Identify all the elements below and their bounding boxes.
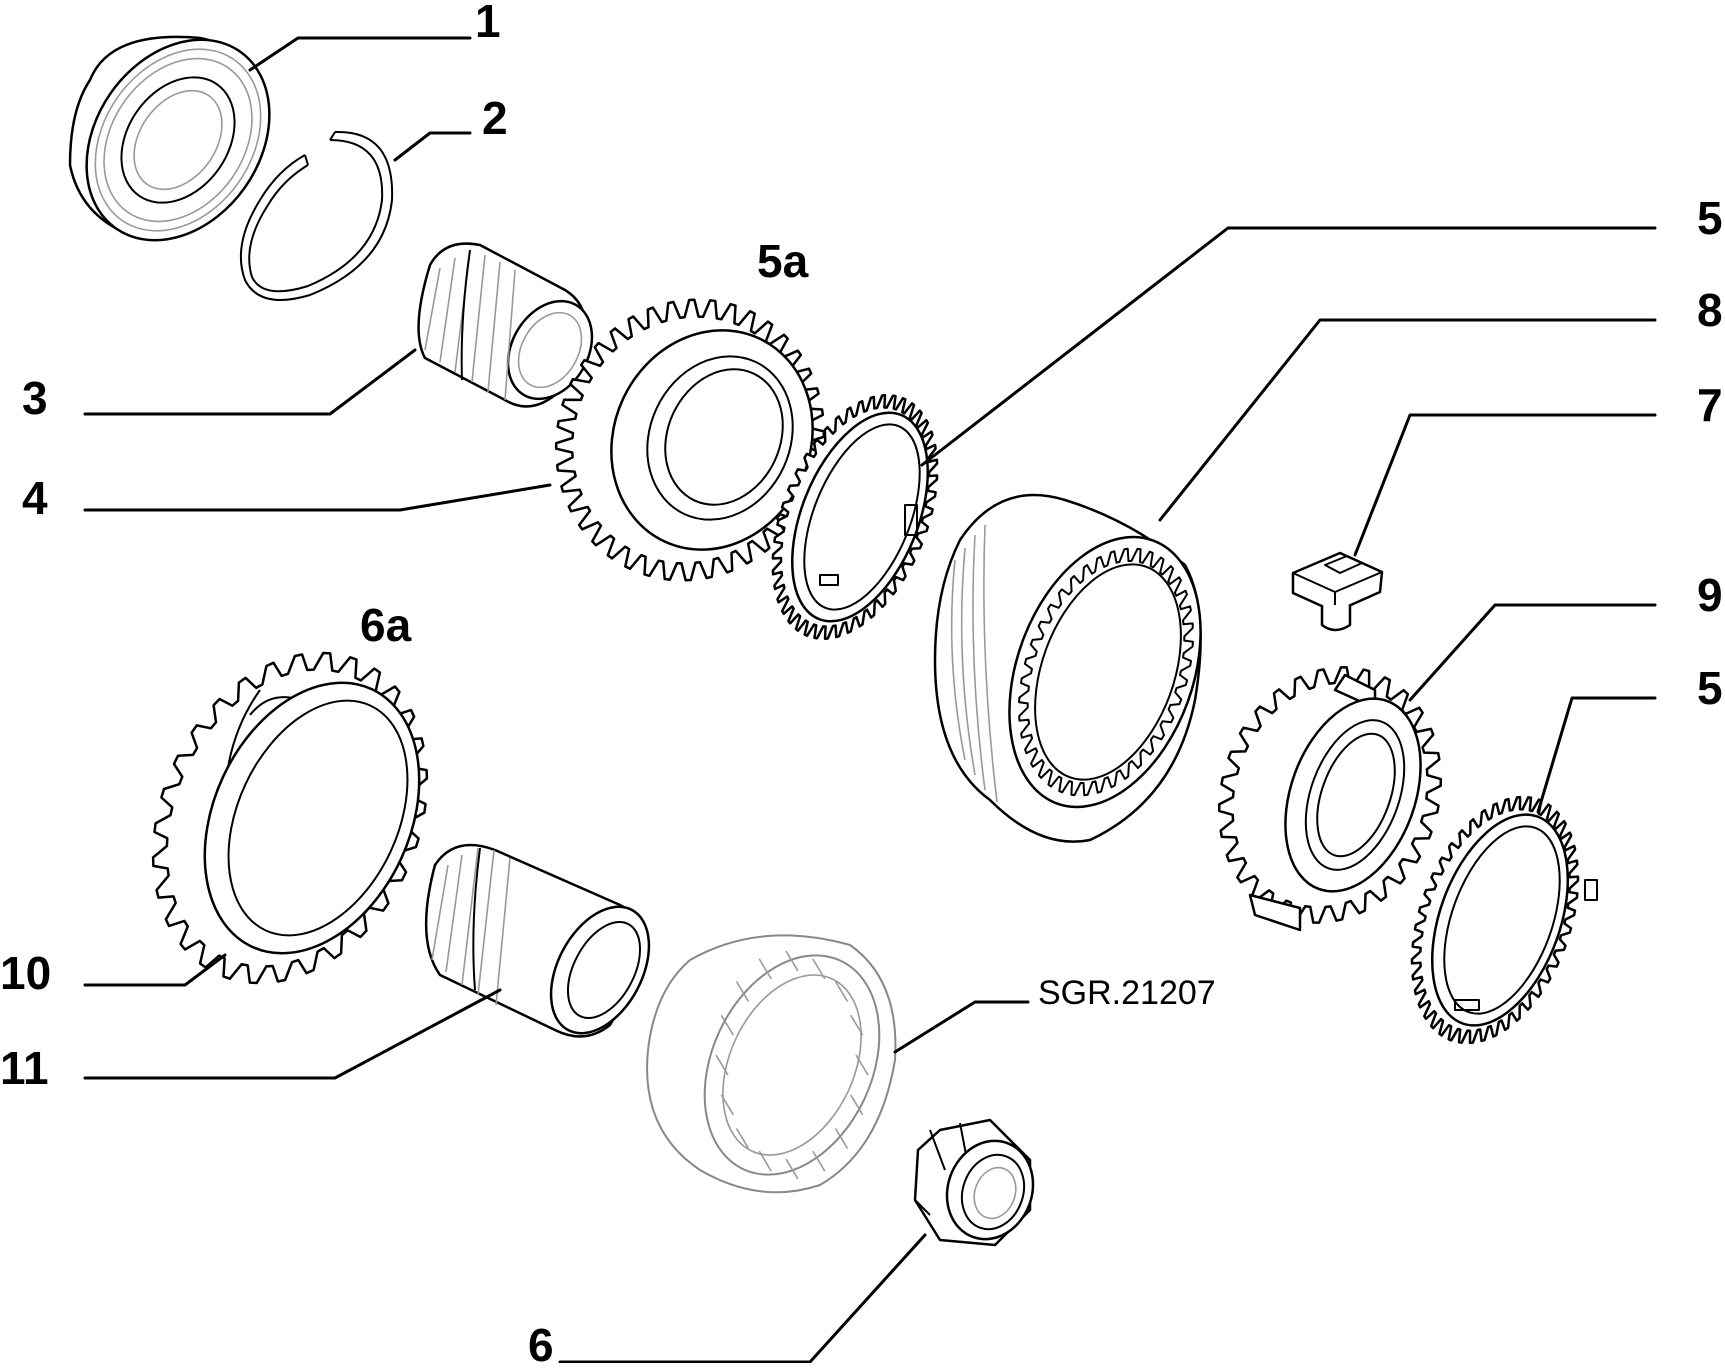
leader-1 <box>248 36 472 72</box>
leader-11 <box>83 988 502 1080</box>
callout-3: 3 <box>22 372 48 424</box>
callout-11: 11 <box>0 1042 49 1094</box>
leader-3 <box>83 348 417 416</box>
leader-10 <box>83 953 227 987</box>
part-2-circlip <box>239 130 394 301</box>
callout-8: 8 <box>1697 284 1723 336</box>
part-4-gear <box>554 298 826 582</box>
part-8-sliding-sleeve <box>933 493 1202 843</box>
callout-4: 4 <box>22 472 48 524</box>
leader-9 <box>1408 603 1657 702</box>
callout-6: 6 <box>528 1319 554 1371</box>
part-5-synchro-ring-upper <box>771 394 939 640</box>
callout-7: 7 <box>1697 379 1723 431</box>
callout-1: 1 <box>475 0 501 47</box>
part-10-gear <box>151 651 429 985</box>
leader-2 <box>393 131 472 162</box>
drawing-code: SGR.21207 <box>1038 974 1216 1012</box>
leader-sgr <box>893 1000 1030 1054</box>
leader-6 <box>558 1233 927 1364</box>
callout-6a: 6a <box>360 599 412 651</box>
callout-5-top: 5 <box>1697 192 1723 244</box>
leader-lines <box>83 36 1657 1364</box>
part-6-nut <box>913 1118 1035 1247</box>
leader-7 <box>1353 413 1657 557</box>
callout-2: 2 <box>482 92 508 144</box>
part-3-needle-bearing <box>417 242 594 408</box>
part-9-synchro-hub <box>1217 666 1443 932</box>
leader-4 <box>83 483 552 512</box>
leader-5-bottom <box>1536 696 1657 814</box>
callout-5-bottom: 5 <box>1697 662 1723 714</box>
callout-9: 9 <box>1697 569 1723 621</box>
roller-cage <box>646 934 897 1194</box>
part-1-ball-bearing <box>68 35 271 242</box>
part-5-synchro-ring-lower <box>1410 795 1598 1045</box>
callout-10: 10 <box>0 947 52 999</box>
leader-8 <box>1158 318 1657 522</box>
part-7-detent-block <box>1291 551 1384 632</box>
leader-5-top <box>920 226 1657 467</box>
part-11-needle-bearing <box>424 843 651 1038</box>
callout-5a: 5a <box>757 235 809 287</box>
